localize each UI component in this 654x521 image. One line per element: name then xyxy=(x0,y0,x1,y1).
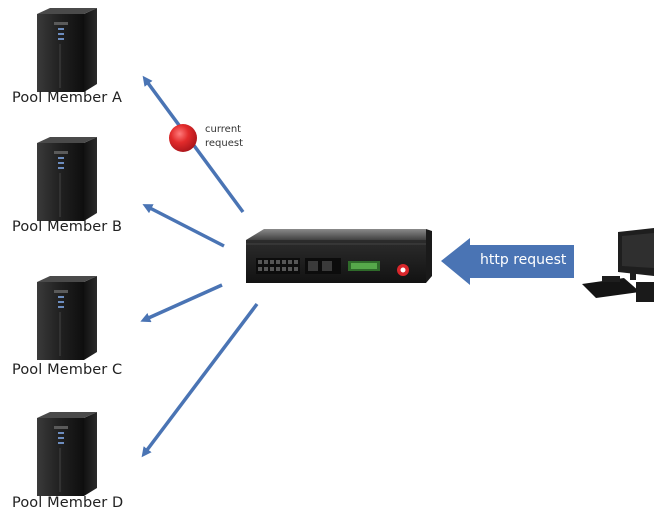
pool-member-c-label: Pool Member C xyxy=(12,362,123,378)
pool-member-c-server-icon xyxy=(37,276,97,360)
desktop-computer-icon xyxy=(582,228,654,302)
arrow-to-pool-member-c xyxy=(140,283,223,323)
arrow-to-pool-member-b xyxy=(142,204,225,248)
pool-member-b-server-icon xyxy=(37,137,97,221)
pool-member-d-server-icon xyxy=(37,412,97,496)
load-balancer-appliance-icon xyxy=(246,229,432,283)
pool-member-d-label: Pool Member D xyxy=(12,495,124,511)
current-request-line1: current xyxy=(205,124,242,135)
current-request-ball-icon xyxy=(169,124,197,152)
pool-member-b-label: Pool Member B xyxy=(12,219,123,235)
pool-member-a-server-icon xyxy=(37,8,97,92)
arrow-to-pool-member-d xyxy=(141,302,259,458)
http-request-label: http request xyxy=(480,252,567,268)
http-request-arrow xyxy=(441,238,574,285)
pool-member-a-label: Pool Member A xyxy=(12,90,123,106)
current-request-line2: request xyxy=(205,138,244,149)
current-request-annotation: current request xyxy=(205,123,243,151)
